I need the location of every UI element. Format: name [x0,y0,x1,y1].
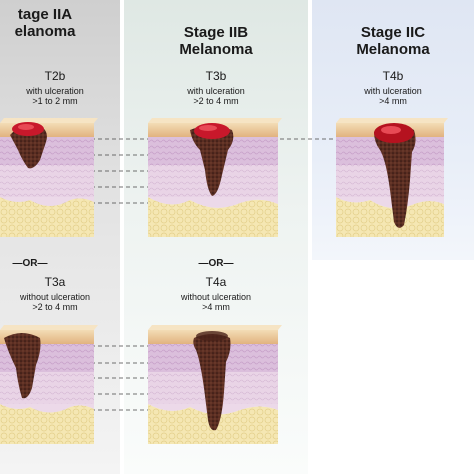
t4a-depth: >4 mm [202,302,230,312]
stage-iia-title-line1: tage IIA [17,6,73,23]
t3a-label: T3a without ulceration >2 to 4 mm [0,275,120,313]
t3b-code: T3b [205,69,227,83]
stage-iia-title: tage IIA elanoma [0,6,120,40]
t4a-ulceration: without ulceration [180,292,252,302]
or-divider-a: —OR— [12,258,48,269]
t3b-label: T3b with ulceration >2 to 4 mm [124,69,308,107]
t2b-label: T2b with ulceration >1 to 2 mm [0,69,120,107]
t4b-depth: >4 mm [379,96,407,106]
t3a-depth: >2 to 4 mm [32,302,78,312]
t4b-ulceration: with ulceration [364,86,422,96]
t3b-ulceration: with ulceration [187,86,245,96]
t3a-ulceration: without ulceration [19,292,91,302]
stage-iib-title-line1: Stage IIB [183,24,249,41]
t2b-code: T2b [44,69,66,83]
stage-iic-title-line1: Stage IIC [360,24,426,41]
or-divider-b: —OR— [198,258,234,269]
t4a-skin-block [148,325,282,444]
t3b-depth: >2 to 4 mm [193,96,239,106]
t4b-skin-block [336,118,448,237]
t4b-label: T4b with ulceration >4 mm [312,69,474,107]
stage-iic-title-line2: Melanoma [356,41,430,58]
t2b-skin-block [0,118,98,237]
t2b-ulceration: with ulceration [26,86,84,96]
t4a-code: T4a [205,275,227,289]
stage-iic-title: Stage IIC Melanoma [312,24,474,58]
t3b-skin-block [148,118,282,237]
t2b-depth: >1 to 2 mm [32,96,78,106]
t4b-code: T4b [382,69,404,83]
stage-iia-title-line2: elanoma [14,23,76,40]
stage-iib-title-line2: Melanoma [179,41,253,58]
t4a-label: T4a without ulceration >4 mm [124,275,308,313]
stage-iib-title: Stage IIB Melanoma [124,24,308,58]
t3a-skin-block [0,325,98,444]
t3a-code: T3a [44,275,66,289]
